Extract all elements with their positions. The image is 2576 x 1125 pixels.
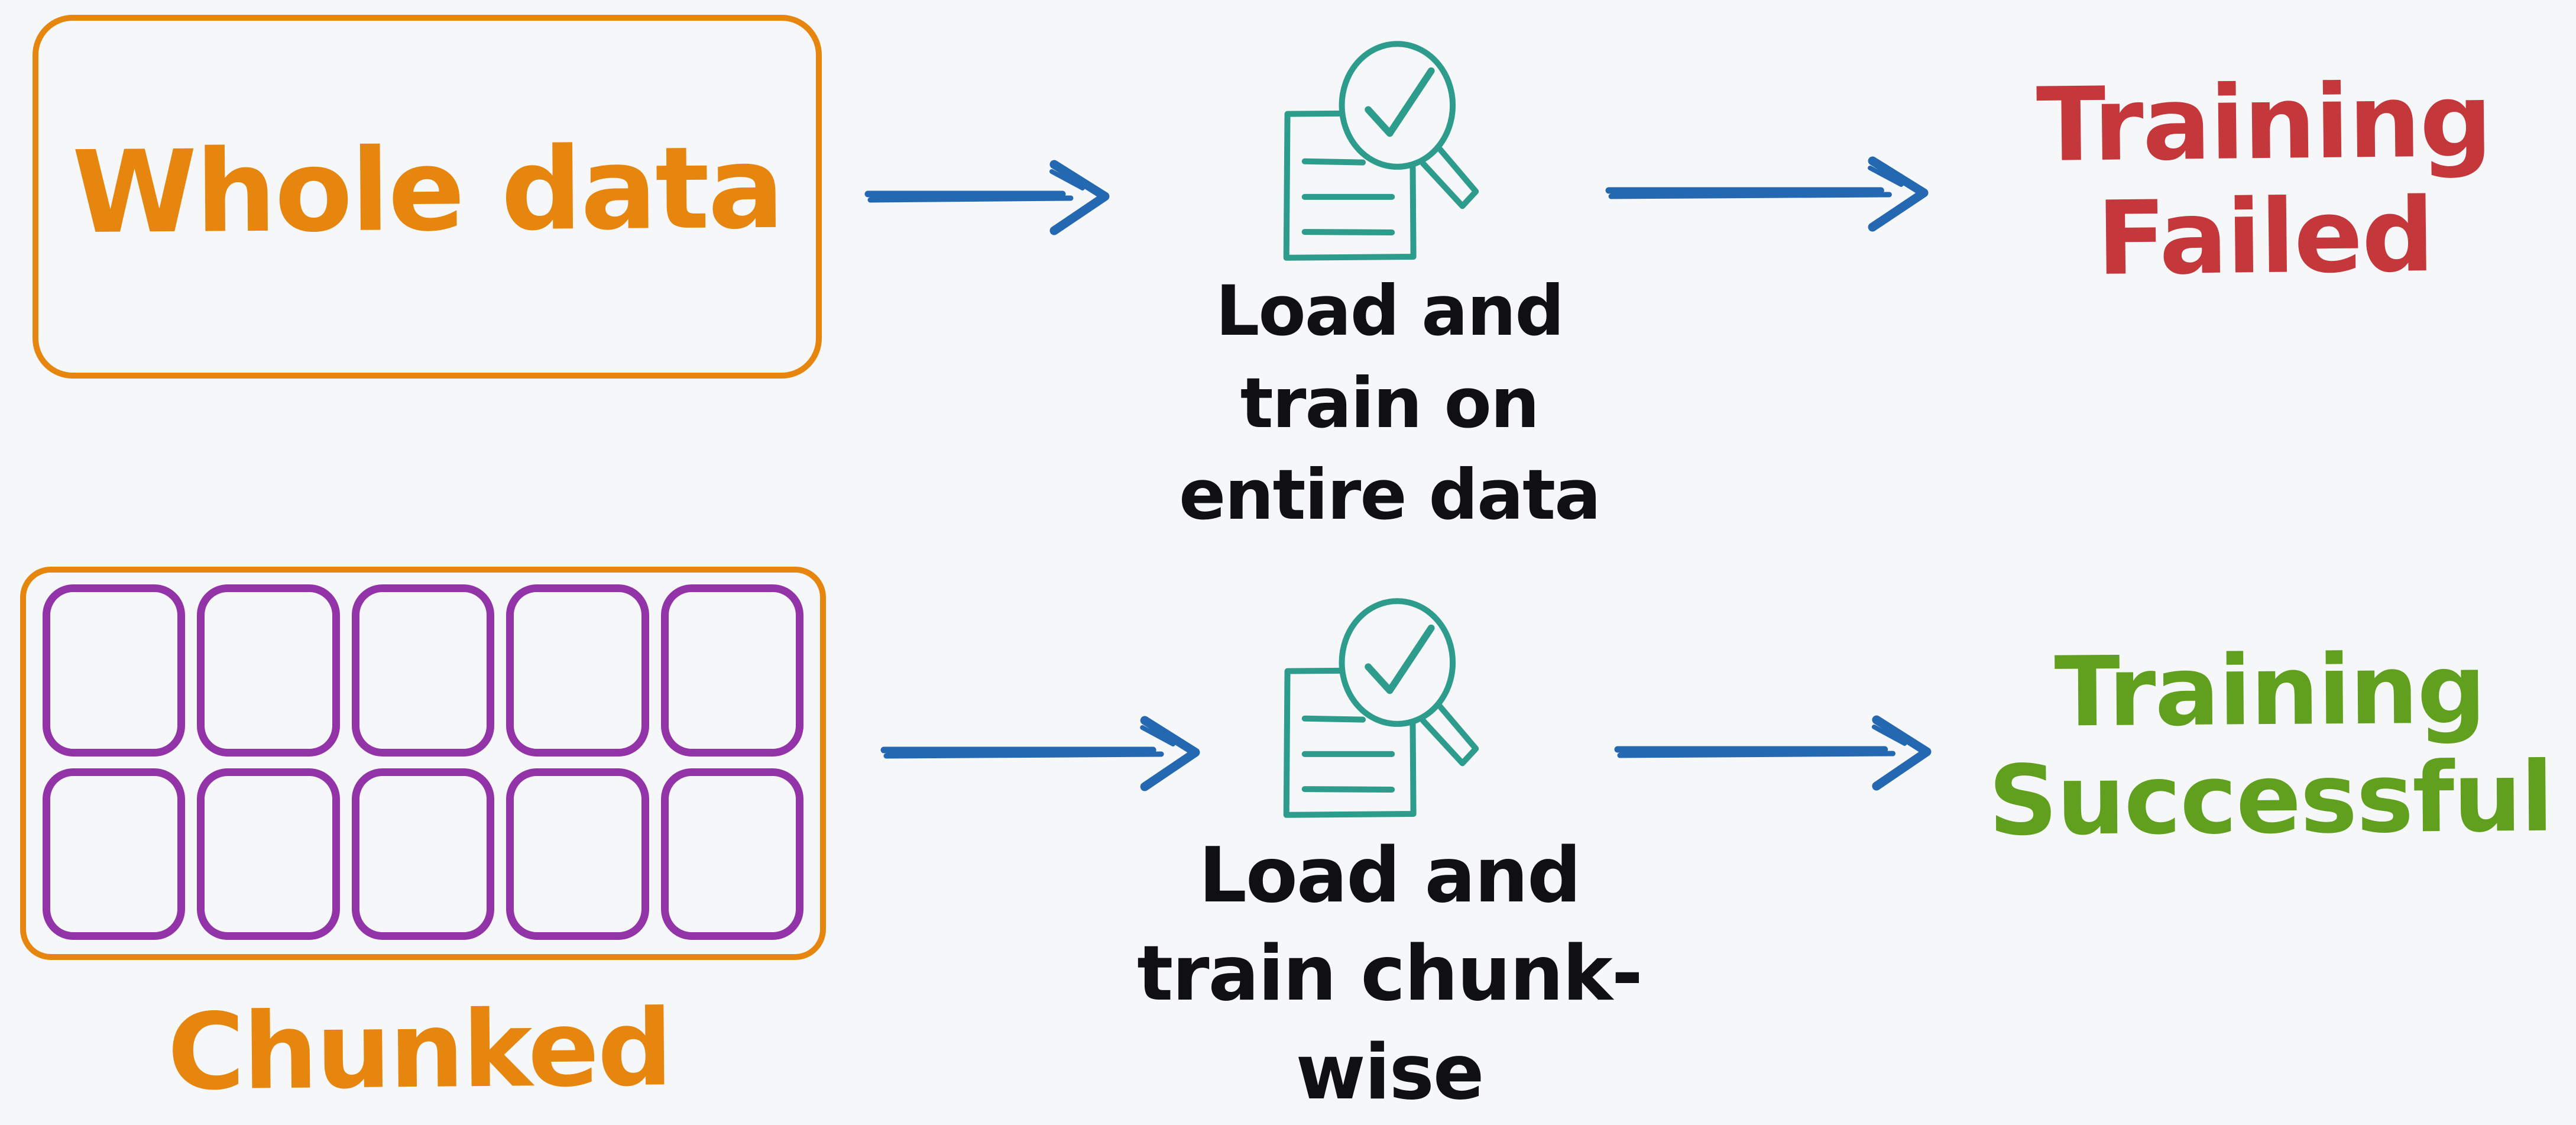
chunked-data-label: Chunked data (167, 987, 672, 1125)
chunk-cell (43, 584, 186, 757)
right-arrow-icon (880, 716, 1200, 791)
chunk-cell (660, 584, 803, 757)
chunk-grid (43, 584, 803, 940)
chunk-cell (351, 584, 495, 757)
chunk-cell (660, 768, 803, 940)
process-caption-entire: Load and train on entire data (1178, 270, 1601, 536)
chunk-cell (43, 768, 186, 940)
chunk-cell (506, 768, 649, 940)
training-successful-label: Training Successful (1988, 633, 2553, 857)
chunk-cell (351, 768, 495, 940)
right-arrow-icon (1605, 156, 1929, 232)
training-failed-label: Training Failed (2036, 60, 2492, 298)
document-checkmark-magnifier-icon (1283, 598, 1479, 818)
process-caption-chunkwise: Load and train chunk-wise (1137, 832, 1643, 1117)
chunk-cell (197, 584, 340, 757)
whole-data-label: Whole data (71, 122, 783, 260)
chunk-cell (197, 768, 340, 940)
right-arrow-icon (1614, 715, 1932, 791)
chunk-cell (506, 584, 649, 757)
right-arrow-icon (864, 160, 1110, 235)
whole-data-box: Whole data (33, 15, 822, 379)
chunked-data-box (20, 567, 826, 960)
document-checkmark-magnifier-icon (1283, 41, 1479, 261)
